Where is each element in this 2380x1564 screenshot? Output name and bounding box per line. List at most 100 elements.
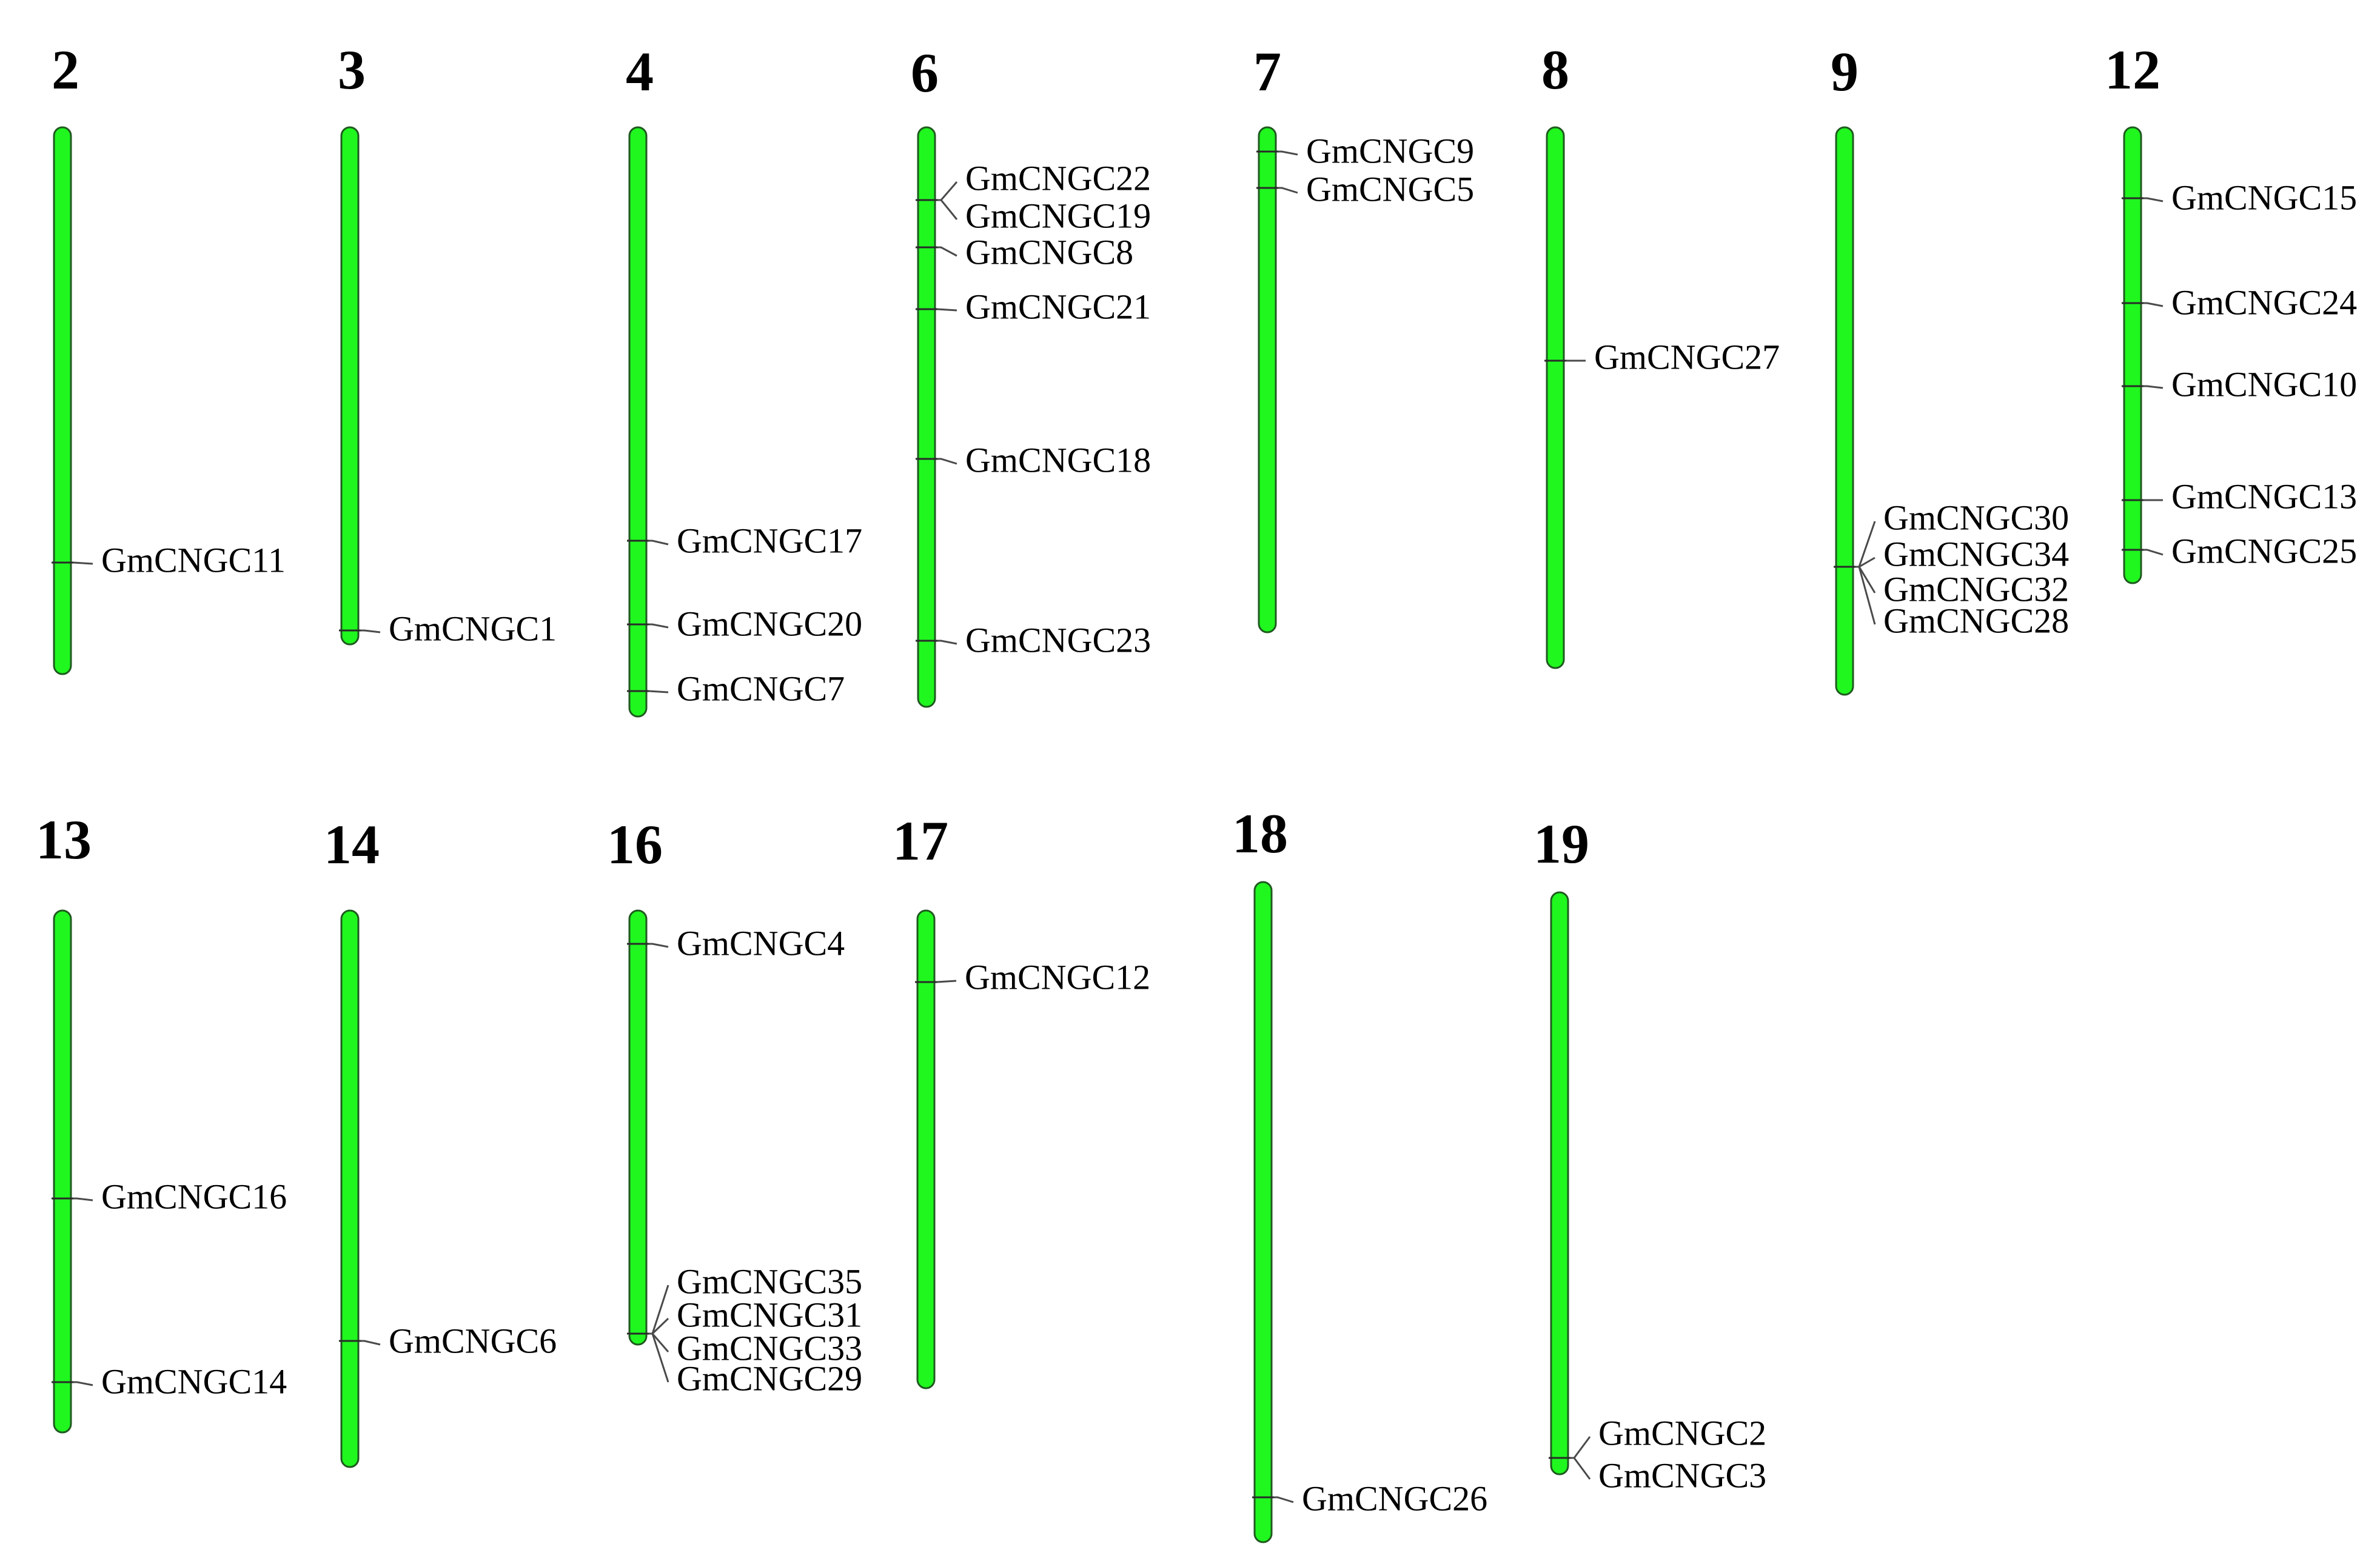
gene-label: GmCNGC34 xyxy=(1883,534,2069,573)
chromosome-12: 12GmCNGC15GmCNGC24GmCNGC10GmCNGC13GmCNGC… xyxy=(2105,39,2357,584)
chromosome-bar xyxy=(2123,126,2142,584)
chromosome-bar xyxy=(340,126,360,646)
chromosome-label: 3 xyxy=(338,39,366,101)
gene-leader-line xyxy=(1570,1436,1591,1459)
gene-leader-line xyxy=(937,246,957,257)
gene-label: GmCNGC29 xyxy=(677,1358,862,1398)
chromosome-bar xyxy=(340,909,360,1468)
gene-leader-line xyxy=(361,629,381,633)
gene-leader-line xyxy=(73,1381,93,1386)
chromosome-label: 12 xyxy=(2105,39,2160,101)
gene-leader-line xyxy=(649,623,669,629)
gene-leader-line xyxy=(649,540,669,546)
gene-label: GmCNGC28 xyxy=(1883,601,2069,640)
chromosome-label: 14 xyxy=(324,814,380,875)
gene-label: GmCNGC33 xyxy=(677,1328,862,1368)
gene-label: GmCNGC19 xyxy=(965,196,1151,235)
gene-leader-line xyxy=(1278,187,1298,194)
gene-leader-line xyxy=(1570,1457,1591,1480)
gene-label: GmCNGC17 xyxy=(677,521,862,560)
chromosome-bar xyxy=(628,126,648,718)
gene-label: GmCNGC13 xyxy=(2171,476,2357,516)
gene-label: GmCNGC30 xyxy=(1883,498,2069,537)
gene-label: GmCNGC35 xyxy=(677,1262,862,1301)
gene-leader-line xyxy=(649,1317,669,1335)
gene-label: GmCNGC14 xyxy=(101,1362,287,1401)
gene-label: GmCNGC23 xyxy=(965,620,1151,660)
gene-label: GmCNGC26 xyxy=(1302,1479,1487,1518)
chromosome-bar xyxy=(53,126,72,675)
gene-leader-line xyxy=(936,980,957,983)
gene-leader-line xyxy=(649,1285,669,1335)
chromosome-label: 7 xyxy=(1253,41,1281,102)
gene-label: GmCNGC20 xyxy=(677,604,862,643)
gene-leader-line xyxy=(649,1332,669,1352)
gene-label: GmCNGC9 xyxy=(1306,131,1474,170)
chromosome-6: 6GmCNGC22GmCNGC19GmCNGC8GmCNGC21GmCNGC18… xyxy=(911,42,1151,708)
gene-leader-line xyxy=(1274,1496,1294,1503)
chromosome-label: 8 xyxy=(1541,39,1569,101)
gene-label: GmCNGC4 xyxy=(677,923,845,963)
gene-label: GmCNGC32 xyxy=(1883,569,2069,609)
chromosome-bar xyxy=(917,126,936,708)
chromosome-16: 16GmCNGC4GmCNGC35GmCNGC31GmCNGC33GmCNGC2… xyxy=(607,814,862,1398)
gene-leader-line xyxy=(1855,566,1876,625)
chromosome-bar xyxy=(916,909,936,1389)
gene-label: GmCNGC15 xyxy=(2171,178,2357,217)
gene-leader-line xyxy=(1855,556,1876,568)
gene-label: GmCNGC11 xyxy=(101,540,286,580)
chromosome-label: 16 xyxy=(607,814,663,875)
gene-label: GmCNGC2 xyxy=(1598,1413,1766,1452)
gene-leader-line xyxy=(2144,197,2164,202)
gene-leader-line xyxy=(649,1332,669,1383)
gene-label: GmCNGC25 xyxy=(2171,531,2357,570)
gene-label: GmCNGC12 xyxy=(965,957,1150,997)
gene-label: GmCNGC27 xyxy=(1594,337,1780,376)
gene-label: GmCNGC8 xyxy=(965,232,1133,272)
gene-label: GmCNGC16 xyxy=(101,1177,287,1216)
gene-label: GmCNGC10 xyxy=(2171,364,2357,404)
chromosome-bar xyxy=(53,909,72,1434)
gene-leader-line xyxy=(73,1197,93,1201)
chromosome-label: 9 xyxy=(1831,41,1859,102)
gene-label: GmCNGC24 xyxy=(2171,282,2357,322)
chromosome-label: 18 xyxy=(1232,803,1288,864)
chromosome-label: 2 xyxy=(52,39,79,101)
gene-leader-line xyxy=(73,561,93,565)
gene-label: GmCNGC21 xyxy=(965,287,1151,326)
chromosome-label: 4 xyxy=(626,41,654,102)
gene-leader-line xyxy=(649,943,669,948)
gene-label: GmCNGC22 xyxy=(965,158,1151,198)
gene-leader-line xyxy=(1278,150,1298,156)
gene-leader-line xyxy=(2144,302,2164,307)
gene-leader-line xyxy=(361,1340,381,1346)
gene-leader-line xyxy=(2144,549,2164,556)
chromosome-bar xyxy=(1546,126,1565,669)
chromosome-bar xyxy=(628,909,648,1346)
chromosome-label: 13 xyxy=(36,809,92,871)
chromosome-bar xyxy=(1550,891,1569,1475)
gene-leader-line xyxy=(937,640,957,645)
chromosome-bar xyxy=(1253,881,1273,1543)
chromosome-label: 19 xyxy=(1534,813,1589,875)
gene-label: GmCNGC18 xyxy=(965,440,1151,480)
gene-label: GmCNGC1 xyxy=(389,609,557,648)
gene-label: GmCNGC31 xyxy=(677,1295,862,1334)
gene-label: GmCNGC5 xyxy=(1306,169,1474,209)
gene-leader-line xyxy=(937,308,957,312)
chromosome-bar xyxy=(1835,126,1854,696)
gene-label: GmCNGC3 xyxy=(1598,1455,1766,1495)
